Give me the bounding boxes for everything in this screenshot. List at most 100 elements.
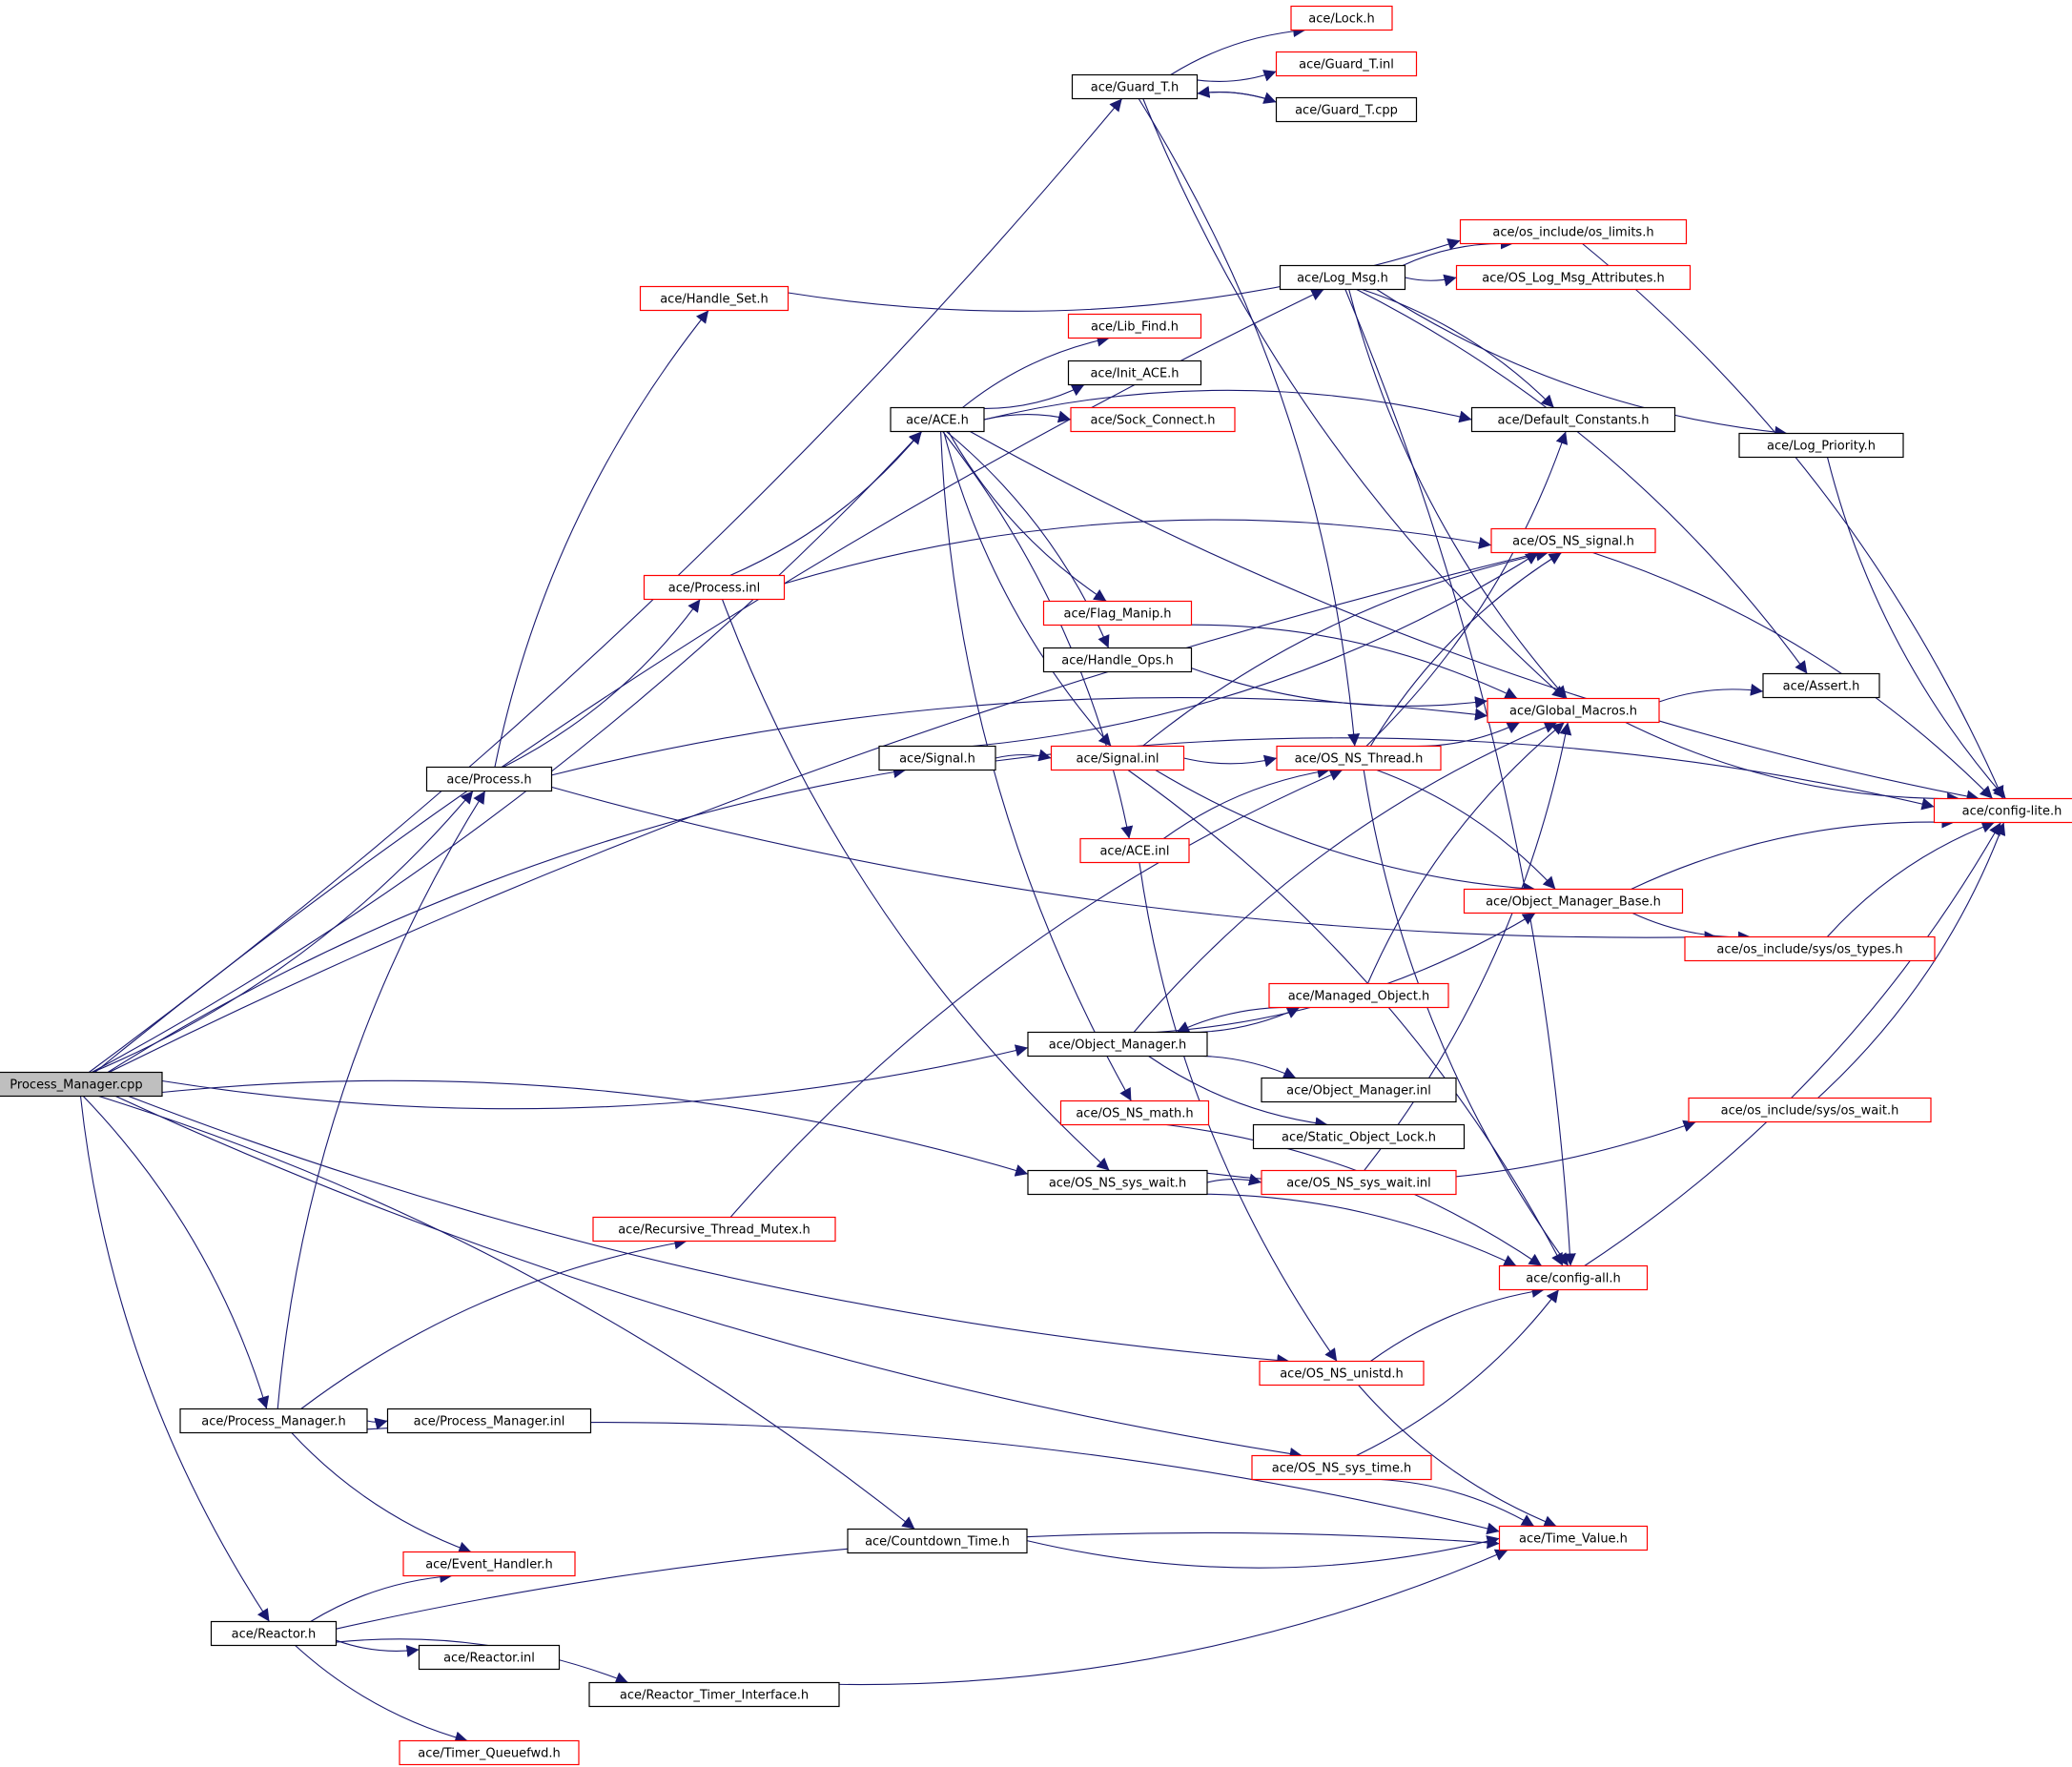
node-process_h[interactable]: ace/Process.h xyxy=(425,766,553,792)
node-managed_object[interactable]: ace/Managed_Object.h xyxy=(1268,982,1449,1009)
node-time_value[interactable]: ace/Time_Value.h xyxy=(1498,1525,1649,1551)
node-box xyxy=(1498,1264,1649,1291)
edge-log_priority-to-config_lite xyxy=(1826,457,2006,799)
node-log_msg_attr[interactable]: ace/OS_Log_Msg_Attributes.h xyxy=(1455,264,1692,291)
node-assert_h[interactable]: ace/Assert.h xyxy=(1762,672,1880,699)
edge-guard_t_cpp-to-guard_t_h xyxy=(1197,85,1277,103)
node-os_ns_signal[interactable]: ace/OS_NS_signal.h xyxy=(1490,527,1656,554)
node-signal_inl[interactable]: ace/Signal.inl xyxy=(1050,745,1185,771)
node-global_macros[interactable]: ace/Global_Macros.h xyxy=(1487,697,1660,724)
node-label: ace/Default_Constants.h xyxy=(1497,414,1649,428)
node-proc_mgr_inl[interactable]: ace/Process_Manager.inl xyxy=(386,1407,592,1434)
node-countdown_time[interactable]: ace/Countdown_Time.h xyxy=(847,1528,1028,1554)
node-event_handler[interactable]: ace/Event_Handler.h xyxy=(402,1551,576,1577)
node-box xyxy=(1259,1360,1425,1387)
node-process_inl[interactable]: ace/Process.inl xyxy=(643,574,786,601)
node-box xyxy=(418,1644,561,1671)
edge-obj_mgr_base-to-os_types xyxy=(1631,913,1752,944)
edge-log_msg-to-assert_h xyxy=(1356,289,1808,674)
edge-os_ns_thread-to-default_constants xyxy=(1365,431,1569,747)
node-reactor_h[interactable]: ace/Reactor.h xyxy=(210,1620,338,1647)
node-sock_connect[interactable]: ace/Sock_Connect.h xyxy=(1070,406,1236,433)
node-box xyxy=(1067,313,1202,339)
node-box xyxy=(1059,1099,1210,1126)
node-init_ace[interactable]: ace/Init_ACE.h xyxy=(1067,360,1202,386)
node-box xyxy=(1933,797,2072,824)
node-label: ace/OS_NS_sys_wait.h xyxy=(1049,1177,1186,1191)
node-config_lite[interactable]: ace/config-lite.h xyxy=(1933,797,2072,824)
edge-proc_mgr_h-to-process_h xyxy=(277,791,486,1409)
node-obj_mgr_inl[interactable]: ace/Object_Manager.inl xyxy=(1261,1077,1457,1103)
node-label: ace/Flag_Manip.h xyxy=(1064,607,1172,622)
node-os_wait[interactable]: ace/os_include/sys/os_wait.h xyxy=(1688,1097,1932,1123)
node-guard_t_h[interactable]: ace/Guard_T.h xyxy=(1071,73,1199,100)
edge-proc_mgr_h-to-proc_mgr_inl xyxy=(366,1417,388,1430)
node-timer_queuefwd[interactable]: ace/Timer_Queuefwd.h xyxy=(399,1739,580,1766)
node-handle_set[interactable]: ace/Handle_Set.h xyxy=(639,285,790,312)
node-os_ns_math[interactable]: ace/OS_NS_math.h xyxy=(1059,1099,1210,1126)
node-label: ace/config-lite.h xyxy=(1962,805,2062,819)
node-label: ace/Guard_T.h xyxy=(1091,81,1179,95)
node-signal_h[interactable]: ace/Signal.h xyxy=(878,745,996,771)
node-box xyxy=(1261,1077,1457,1103)
node-obj_mgr_base[interactable]: ace/Object_Manager_Base.h xyxy=(1463,888,1684,914)
node-label: ace/OS_Log_Msg_Attributes.h xyxy=(1482,272,1664,286)
node-box xyxy=(1455,264,1692,291)
node-label: ace/Managed_Object.h xyxy=(1288,990,1430,1004)
node-os_ns_sys_wait_h[interactable]: ace/OS_NS_sys_wait.h xyxy=(1027,1169,1208,1196)
edge-global_macros-to-assert_h xyxy=(1658,683,1764,703)
node-box xyxy=(1042,600,1193,627)
edge-os_ns_sys_wait_h-to-os_ns_sys_wait_inl xyxy=(1206,1173,1262,1186)
node-box xyxy=(1067,360,1202,386)
edge-os_ns_thread-to-os_ns_signal xyxy=(1369,552,1562,747)
node-handle_ops[interactable]: ace/Handle_Ops.h xyxy=(1042,647,1193,673)
edge-os_ns_thread-to-config_all xyxy=(1363,770,1569,1266)
edge-proc_mgr_h-to-recursive_mutex xyxy=(300,1237,687,1409)
node-lib_find[interactable]: ace/Lib_Find.h xyxy=(1067,313,1202,339)
node-lock_h[interactable]: ace/Lock.h xyxy=(1290,5,1393,31)
node-label: ace/Lib_Find.h xyxy=(1091,320,1179,335)
node-os_ns_sys_time[interactable]: ace/OS_NS_sys_time.h xyxy=(1251,1454,1432,1481)
node-label: ace/Reactor.inl xyxy=(443,1652,535,1666)
node-config_all[interactable]: ace/config-all.h xyxy=(1498,1264,1649,1291)
node-static_obj_lock[interactable]: ace/Static_Object_Lock.h xyxy=(1252,1123,1466,1150)
edge-recursive_mutex-to-os_ns_thread xyxy=(729,769,1344,1218)
node-label: ace/os_include/os_limits.h xyxy=(1492,226,1653,240)
node-os_ns_unistd[interactable]: ace/OS_NS_unistd.h xyxy=(1259,1360,1425,1387)
node-log_msg[interactable]: ace/Log_Msg.h xyxy=(1279,264,1406,291)
edge-countdown_time-to-time_value xyxy=(1026,1535,1500,1569)
node-box xyxy=(1261,1169,1457,1196)
node-flag_manip[interactable]: ace/Flag_Manip.h xyxy=(1042,600,1193,627)
node-label: ace/OS_NS_sys_time.h xyxy=(1272,1462,1411,1476)
node-recursive_mutex[interactable]: ace/Recursive_Thread_Mutex.h xyxy=(592,1216,836,1243)
node-box xyxy=(1762,672,1880,699)
node-guard_t_inl[interactable]: ace/Guard_T.inl xyxy=(1275,51,1418,77)
edge-root-to-obj_mgr_h xyxy=(161,1044,1029,1110)
node-box xyxy=(588,1681,840,1708)
node-box xyxy=(1684,935,1936,962)
node-default_constants[interactable]: ace/Default_Constants.h xyxy=(1470,406,1676,433)
node-reactor_timer_if[interactable]: ace/Reactor_Timer_Interface.h xyxy=(588,1681,840,1708)
node-guard_t_cpp[interactable]: ace/Guard_T.cpp xyxy=(1275,96,1418,123)
edge-guard_t_h-to-guard_t_cpp xyxy=(1197,92,1277,104)
edge-ace_h-to-default_constants xyxy=(983,389,1472,423)
edge-os_ns_sys_time-to-config_all xyxy=(1356,1289,1560,1456)
node-ace_h[interactable]: ace/ACE.h xyxy=(890,406,985,433)
node-reactor_inl[interactable]: ace/Reactor.inl xyxy=(418,1644,561,1671)
edge-log_msg-to-config_all xyxy=(1344,289,1576,1266)
edge-obj_mgr_h-to-obj_mgr_inl xyxy=(1180,1055,1297,1079)
edge-log_msg-to-global_macros xyxy=(1348,289,1568,699)
node-box xyxy=(1490,527,1656,554)
node-proc_mgr_h[interactable]: ace/Process_Manager.h xyxy=(179,1407,368,1434)
node-os_ns_thread[interactable]: ace/OS_NS_Thread.h xyxy=(1276,745,1442,771)
node-os_limits[interactable]: ace/os_include/os_limits.h xyxy=(1459,218,1688,245)
node-ace_inl[interactable]: ace/ACE.inl xyxy=(1079,837,1190,864)
edge-log_msg-to-log_msg_attr xyxy=(1405,274,1457,287)
node-os_types[interactable]: ace/os_include/sys/os_types.h xyxy=(1684,935,1936,962)
node-label: ace/Guard_T.cpp xyxy=(1295,104,1398,118)
edge-root-to-log_msg xyxy=(94,289,1324,1073)
node-os_ns_sys_wait_inl[interactable]: ace/OS_NS_sys_wait.inl xyxy=(1261,1169,1457,1196)
node-log_priority[interactable]: ace/Log_Priority.h xyxy=(1738,432,1904,459)
node-obj_mgr_h[interactable]: ace/Object_Manager.h xyxy=(1027,1031,1208,1058)
node-label: ace/Guard_T.inl xyxy=(1299,58,1394,72)
